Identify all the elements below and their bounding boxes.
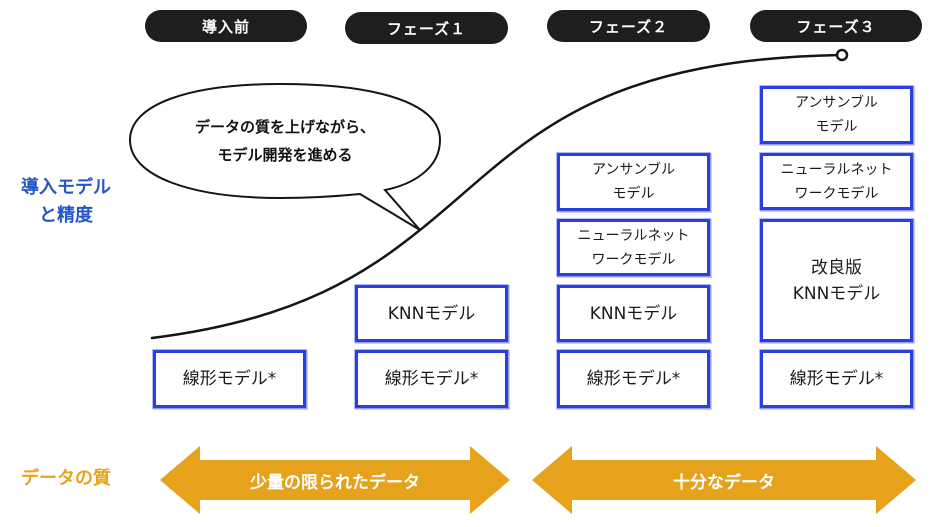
- phase-pill-pre: 導入前: [145, 10, 307, 42]
- phase-pill-1: フェーズ１: [345, 12, 508, 44]
- model-label: KNNモデル: [387, 303, 476, 324]
- model-label: 線形モデル*: [384, 369, 479, 389]
- model-label: ニューラルネット ワークモデル: [577, 227, 690, 268]
- model-box-linear-p2: 線形モデル*: [557, 350, 710, 408]
- model-box-ensemble-p3: アンサンブル モデル: [760, 86, 913, 144]
- arrow-limited-label: 少量の限られたデータ: [250, 472, 420, 493]
- model-label: KNNモデル: [589, 303, 678, 324]
- y-axis-label: 導入モデル と精度: [21, 177, 111, 226]
- arrow-sufficient-label: 十分なデータ: [673, 472, 775, 493]
- model-box-linear-pre: 線形モデル*: [153, 350, 306, 408]
- growth-curve: [150, 53, 842, 340]
- phase-pill-2: フェーズ２: [547, 10, 710, 42]
- model-box-knn-p1: KNNモデル: [355, 285, 508, 342]
- model-box-linear-p1: 線形モデル*: [355, 350, 508, 408]
- arrow-sufficient-data: [532, 446, 916, 514]
- speech-bubble: [128, 82, 442, 231]
- curve-end-marker: [835, 48, 849, 62]
- model-box-nn-p3: ニューラルネット ワークモデル: [760, 153, 913, 210]
- data-quality-label: データの質: [21, 468, 111, 489]
- model-box-nn-p2: ニューラルネット ワークモデル: [557, 219, 710, 276]
- model-label: ニューラルネット ワークモデル: [780, 161, 893, 202]
- model-box-improved-knn-p3: 改良版 KNNモデル: [760, 219, 913, 342]
- model-box-knn-p2: KNNモデル: [557, 285, 710, 342]
- model-box-linear-p3: 線形モデル*: [760, 350, 913, 408]
- model-label: アンサンブル モデル: [794, 95, 879, 135]
- model-label: 改良版 KNNモデル: [792, 257, 881, 304]
- arrow-limited-data: [160, 446, 510, 514]
- bubble-text: データの質を上げながら、 モデル開発を進める: [194, 118, 375, 164]
- model-label: 線形モデル*: [586, 369, 681, 389]
- model-label: 線形モデル*: [182, 369, 277, 389]
- model-label: 線形モデル*: [789, 369, 884, 389]
- phase-pill-3: フェーズ３: [750, 10, 922, 42]
- model-box-ensemble-p2: アンサンブル モデル: [557, 153, 710, 211]
- model-label: アンサンブル モデル: [591, 162, 676, 202]
